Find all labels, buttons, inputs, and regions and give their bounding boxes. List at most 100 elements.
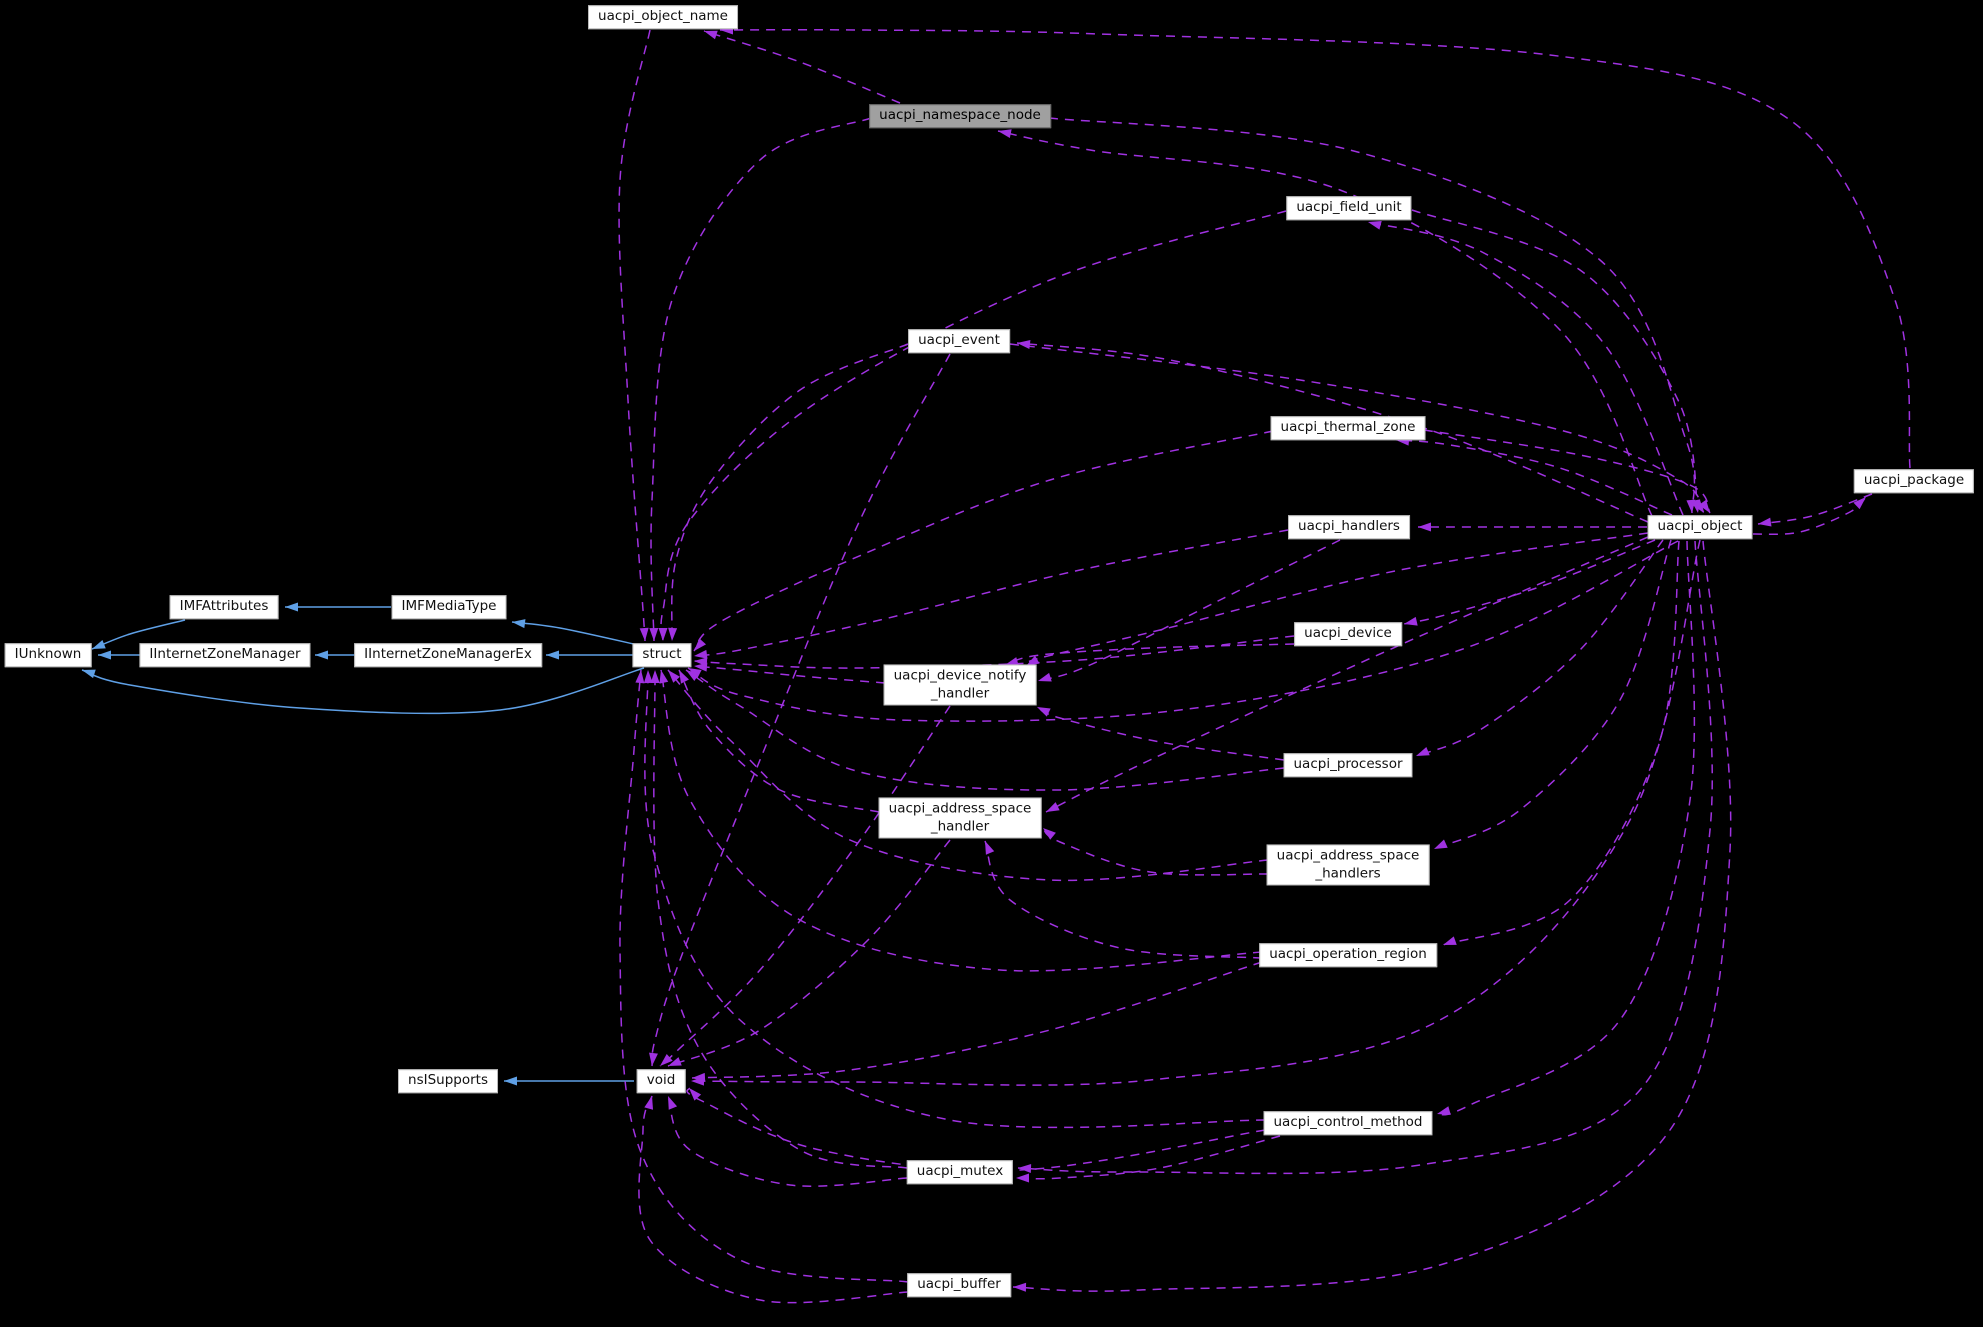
arrowhead-obj-void [691, 1076, 705, 1086]
arrowhead-buf-void [644, 1096, 654, 1110]
node-obj[interactable]: uacpi_object [1647, 515, 1753, 539]
arrowhead-ash-struct [679, 670, 689, 684]
arrowhead-izm-iunk [98, 650, 111, 660]
arrowhead-obj-hnd [1418, 522, 1431, 532]
arrowhead-ash-void [668, 1057, 682, 1066]
edge-mtx-void [667, 1095, 908, 1187]
arrowhead-obj-mtx [1018, 1163, 1032, 1173]
arrowhead-dnh-void [660, 1053, 673, 1066]
node-izmex[interactable]: IInternetZoneManagerEx [354, 643, 542, 667]
arrowhead-tz-obj [1698, 499, 1710, 513]
arrowhead-opr-struct [659, 670, 669, 684]
arrowhead-fu-struct [658, 628, 668, 641]
edge-ev-struct [671, 343, 909, 642]
arrowhead-obj-buf [1013, 1282, 1027, 1292]
edge-opr-ash [984, 840, 1263, 959]
edge-obj-ns [997, 130, 1653, 517]
edge-obj-proc [1415, 539, 1664, 757]
arrowhead-ev-obj [1692, 499, 1704, 513]
node-dev[interactable]: uacpi_device [1294, 622, 1402, 646]
edge-opr-struct [660, 669, 1263, 972]
arrowhead-obj-ev [1017, 340, 1031, 349]
arrowhead-proc-dnh [1037, 707, 1051, 717]
edge-obj-cm [1436, 540, 1696, 1116]
edge-obj-buf [1012, 540, 1732, 1292]
edge-opr-void [691, 961, 1263, 1079]
arrowhead-ns-objname [704, 30, 718, 40]
node-opr[interactable]: uacpi_operation_region [1259, 943, 1437, 967]
node-struct[interactable]: struct [632, 643, 692, 667]
edge-ns-objname [703, 30, 901, 104]
edge-objname-struct [618, 29, 651, 642]
node-void[interactable]: void [636, 1069, 686, 1093]
arrowhead-obj-ash [1046, 802, 1060, 812]
arrowhead-tz-struct [694, 638, 707, 651]
edge-obj-dnh [1024, 532, 1649, 667]
arrowhead-struct-imfm [512, 619, 526, 629]
arrowhead-cm-mtx [1016, 1173, 1029, 1183]
arrowhead-mtx-struct [650, 670, 660, 684]
arrowhead-obj-ashs [1434, 839, 1448, 849]
node-ashs[interactable]: uacpi_address_space _handlers [1266, 844, 1430, 886]
node-ash[interactable]: uacpi_address_space _handler [878, 797, 1042, 839]
arrowhead-obj-opr [1443, 936, 1457, 945]
arrowhead-buf-struct [635, 670, 645, 684]
edge-tz-obj [1423, 429, 1711, 514]
arrowhead-ns-struct [649, 627, 659, 641]
edge-cm-void [686, 1087, 1266, 1172]
arrowhead-obj-cm [1437, 1106, 1451, 1115]
arrowhead-struct-iunk [82, 669, 96, 679]
arrowhead-imfm-imfa [285, 602, 298, 612]
node-ns: uacpi_namespace_node [869, 104, 1051, 128]
node-dnh[interactable]: uacpi_device_notify _handler [883, 664, 1037, 706]
arrowhead-obj-fu [1368, 220, 1382, 230]
edge-dnh-struct [693, 665, 886, 684]
arrowhead-mtx-void [668, 1096, 678, 1110]
node-iunk[interactable]: IUnknown [4, 643, 92, 667]
node-imfm[interactable]: IMFMediaType [391, 595, 507, 619]
edge-obj-tz [1395, 439, 1673, 516]
edge-ns-struct [650, 117, 872, 642]
edge-hnd-struct [693, 529, 1289, 657]
arrowhead-hnd-struct [694, 649, 708, 659]
edge-ev-obj [1009, 343, 1705, 514]
arrowhead-obj-ns [998, 129, 1012, 139]
edge-dev-dnh [1004, 643, 1295, 666]
node-hnd[interactable]: uacpi_handlers [1288, 515, 1410, 539]
edge-cm-struct [644, 669, 1266, 1129]
arrowhead-ev-struct [668, 627, 678, 641]
arrowhead-obj-proc [1416, 746, 1430, 756]
arrowhead-dnh-struct [694, 662, 708, 672]
arrowhead-cm-struct [643, 670, 653, 684]
edge-struct-imfm [511, 621, 639, 646]
node-buf[interactable]: uacpi_buffer [907, 1273, 1011, 1297]
arrowhead-izmex-izm [315, 650, 328, 660]
arrowhead-opr-ash [985, 841, 995, 855]
edge-cm-mtx [1015, 1135, 1281, 1180]
arrowhead-ashs-struct [668, 670, 680, 683]
node-ev[interactable]: uacpi_event [908, 329, 1010, 353]
node-tz[interactable]: uacpi_thermal_zone [1270, 416, 1426, 440]
edge-obj-ashs [1433, 539, 1672, 850]
node-imfa[interactable]: IMFAttributes [169, 595, 279, 619]
node-proc[interactable]: uacpi_processor [1283, 753, 1413, 777]
arrowhead-dev-dnh [1005, 657, 1019, 666]
arrowhead-ev-void [649, 1052, 658, 1066]
node-izm[interactable]: IInternetZoneManager [139, 643, 311, 667]
node-nsis[interactable]: nsISupports [398, 1069, 498, 1093]
edge-obj-struct [687, 540, 1679, 722]
edge-obj-void [690, 539, 1701, 1086]
node-pkg[interactable]: uacpi_package [1853, 469, 1975, 493]
edge-ash-void [667, 839, 951, 1067]
node-fu[interactable]: uacpi_field_unit [1286, 196, 1412, 220]
arrowhead-obj-dnh [1026, 655, 1040, 666]
node-cm[interactable]: uacpi_control_method [1263, 1111, 1433, 1135]
arrowhead-obj-dev [1404, 616, 1418, 626]
edge-obj-mtx [1017, 540, 1713, 1175]
edge-ashs-ash [1042, 827, 1269, 876]
edge-pkg-obj [1757, 493, 1873, 525]
arrowhead-obj-struct [688, 668, 702, 678]
node-mtx[interactable]: uacpi_mutex [906, 1160, 1014, 1184]
edge-ash-struct [678, 669, 880, 813]
node-objname[interactable]: uacpi_object_name [588, 5, 738, 29]
